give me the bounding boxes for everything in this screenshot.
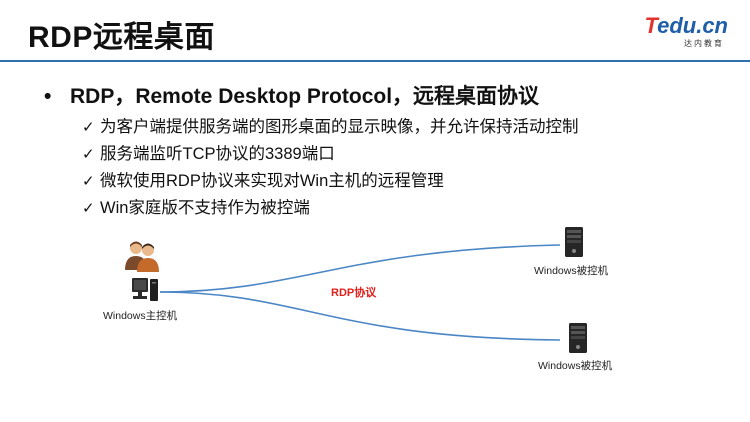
logo-brand-initial: T bbox=[644, 13, 658, 38]
slide-title: RDP远程桌面 bbox=[28, 21, 215, 54]
main-bullet: • RDP，Remote Desktop Protocol，远程桌面协议 bbox=[44, 80, 539, 110]
connection-lines bbox=[159, 244, 561, 341]
check-item-text: 为客户端提供服务端的图形桌面的显示映像，并允许保持活动控制 bbox=[100, 118, 579, 136]
logo-tagline: 达内教育 bbox=[684, 39, 724, 48]
check-item: ✓ 为客户端提供服务端的图形桌面的显示映像，并允许保持活动控制 bbox=[82, 114, 579, 141]
check-item: ✓ 服务端监听TCP协议的3389端口 bbox=[82, 141, 579, 168]
check-item-text: 服务端监听TCP协议的3389端口 bbox=[100, 145, 335, 163]
tedu-logo: Tedu.cn 达内教育 bbox=[618, 14, 728, 52]
controller-label: Windows主控机 bbox=[103, 310, 178, 322]
check-icon: ✓ bbox=[82, 173, 95, 190]
workstation-icon bbox=[132, 278, 158, 301]
main-bullet-text: RDP，Remote Desktop Protocol，远程桌面协议 bbox=[70, 85, 540, 108]
server-icon bbox=[569, 323, 587, 353]
target-bottom-label: Windows被控机 bbox=[538, 360, 613, 372]
check-item-text: 微软使用RDP协议来实现对Win主机的远程管理 bbox=[100, 172, 444, 190]
server-icon bbox=[565, 227, 583, 257]
protocol-label: RDP协议 bbox=[331, 287, 377, 299]
check-icon: ✓ bbox=[82, 119, 95, 136]
logo-brand-text: edu.cn bbox=[657, 13, 728, 38]
check-item-text: Win家庭版不支持作为被控端 bbox=[100, 199, 310, 217]
target-top-label: Windows被控机 bbox=[534, 265, 609, 277]
bullet-dot-icon: • bbox=[44, 85, 52, 108]
check-icon: ✓ bbox=[82, 146, 95, 163]
connection-line-top bbox=[159, 244, 561, 293]
connection-line-bottom bbox=[159, 291, 561, 341]
title-divider bbox=[0, 60, 750, 62]
rdp-diagram: Windows主控机 RDP协议 Windows被控机 Windows被控机 bbox=[0, 220, 750, 422]
check-item: ✓ 微软使用RDP协议来实现对Win主机的远程管理 bbox=[82, 168, 579, 195]
check-list: ✓ 为客户端提供服务端的图形桌面的显示映像，并允许保持活动控制 ✓ 服务端监听TCP… bbox=[82, 114, 579, 222]
users-icon bbox=[125, 241, 159, 272]
check-icon: ✓ bbox=[82, 200, 95, 217]
logo-brand: Tedu.cn bbox=[618, 14, 728, 38]
check-item: ✓ Win家庭版不支持作为被控端 bbox=[82, 195, 579, 222]
